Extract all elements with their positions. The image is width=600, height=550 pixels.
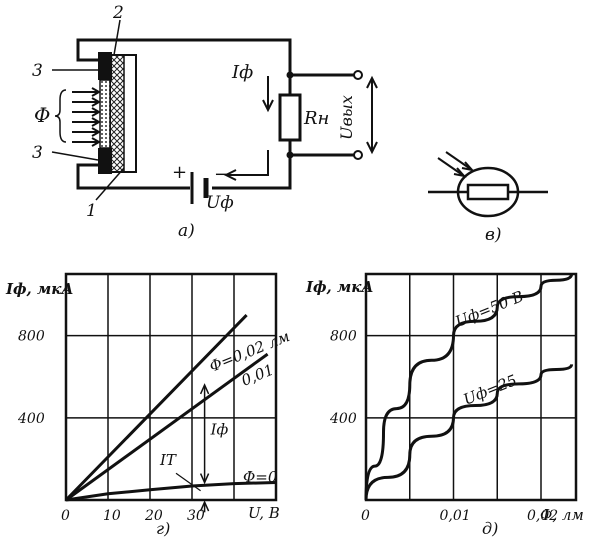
- output-terminal-top: [353, 70, 363, 80]
- y-tick-label: 400: [17, 411, 45, 427]
- chart-caption: г): [156, 519, 170, 538]
- y-axis-label: Iф, мкА: [5, 280, 74, 298]
- x-axis-label: Φ, лм: [540, 506, 584, 524]
- photoresistor-element: [98, 52, 137, 174]
- x-tick-label: 0,01: [440, 508, 471, 524]
- top-wire: [76, 38, 292, 75]
- electrode-bottom: [98, 148, 112, 174]
- series-line: [65, 481, 277, 502]
- series-line: [364, 273, 574, 501]
- label-num1: 1: [86, 201, 97, 221]
- annotation-leader: [175, 472, 201, 492]
- label-u-out: Uвых: [337, 95, 356, 140]
- plot-frame: [64, 272, 278, 502]
- y-tick-label: 800: [330, 329, 357, 345]
- caption-v: в): [485, 225, 502, 245]
- output-terminal-bottom: [353, 150, 363, 160]
- annotation-i-phi: Iф: [210, 420, 229, 438]
- current-arrows: [223, 75, 378, 181]
- arrow-head: [199, 500, 210, 512]
- caption-a: а): [178, 221, 195, 241]
- semiconductor-layer: [109, 54, 125, 173]
- series-line: [64, 314, 248, 502]
- bottom-wire-right: [212, 155, 292, 190]
- electrode-top: [98, 52, 112, 80]
- light-flux-arrows: [54, 87, 102, 147]
- label-minus: −: [214, 164, 229, 185]
- x-tick-label: 10: [103, 508, 121, 524]
- bottom-wire-left: [76, 163, 190, 190]
- series-label: Uф=50 В: [453, 287, 526, 331]
- label-u-phi: Uф: [206, 193, 234, 213]
- y-tick-label: 800: [18, 329, 45, 345]
- x-axis-label: U, В: [248, 504, 280, 522]
- series-line: [364, 364, 574, 501]
- x-tick-label: 0,02: [527, 508, 558, 524]
- x-tick-label: 0: [61, 508, 70, 524]
- x-tick-label: 30: [187, 508, 205, 524]
- arrow-head: [199, 473, 210, 485]
- series-line: [65, 352, 269, 502]
- label-r-load: Rн: [303, 108, 329, 129]
- series-label: 0,01: [239, 361, 277, 390]
- junction-bottom: [286, 151, 294, 159]
- plot-frame: [364, 272, 578, 502]
- label-num3-bottom: 3: [32, 143, 43, 163]
- photoresistor-symbol: [428, 151, 548, 218]
- label-num2: 2: [112, 3, 124, 23]
- x-tick-label: 20: [144, 508, 163, 524]
- series-label: Φ=0: [243, 468, 278, 486]
- label-phi: Φ: [34, 103, 50, 127]
- arrow-head: [199, 383, 210, 395]
- y-tick-label: 400: [329, 411, 357, 427]
- y-axis-label: Iф, мкА: [305, 278, 374, 296]
- chart-caption: д): [482, 519, 498, 538]
- callout-leaders: [51, 19, 125, 201]
- junction-top: [286, 71, 294, 79]
- x-tick-label: 0: [361, 508, 370, 524]
- load-resistor: [278, 93, 302, 142]
- label-plus: +: [172, 162, 187, 183]
- label-num3-top: 3: [32, 61, 43, 81]
- annotation-i-t: IТ: [159, 451, 177, 469]
- circuit-diagram: [76, 38, 355, 204]
- photosensitive-layer: [99, 79, 111, 149]
- label-i-phi: Iф: [231, 62, 253, 83]
